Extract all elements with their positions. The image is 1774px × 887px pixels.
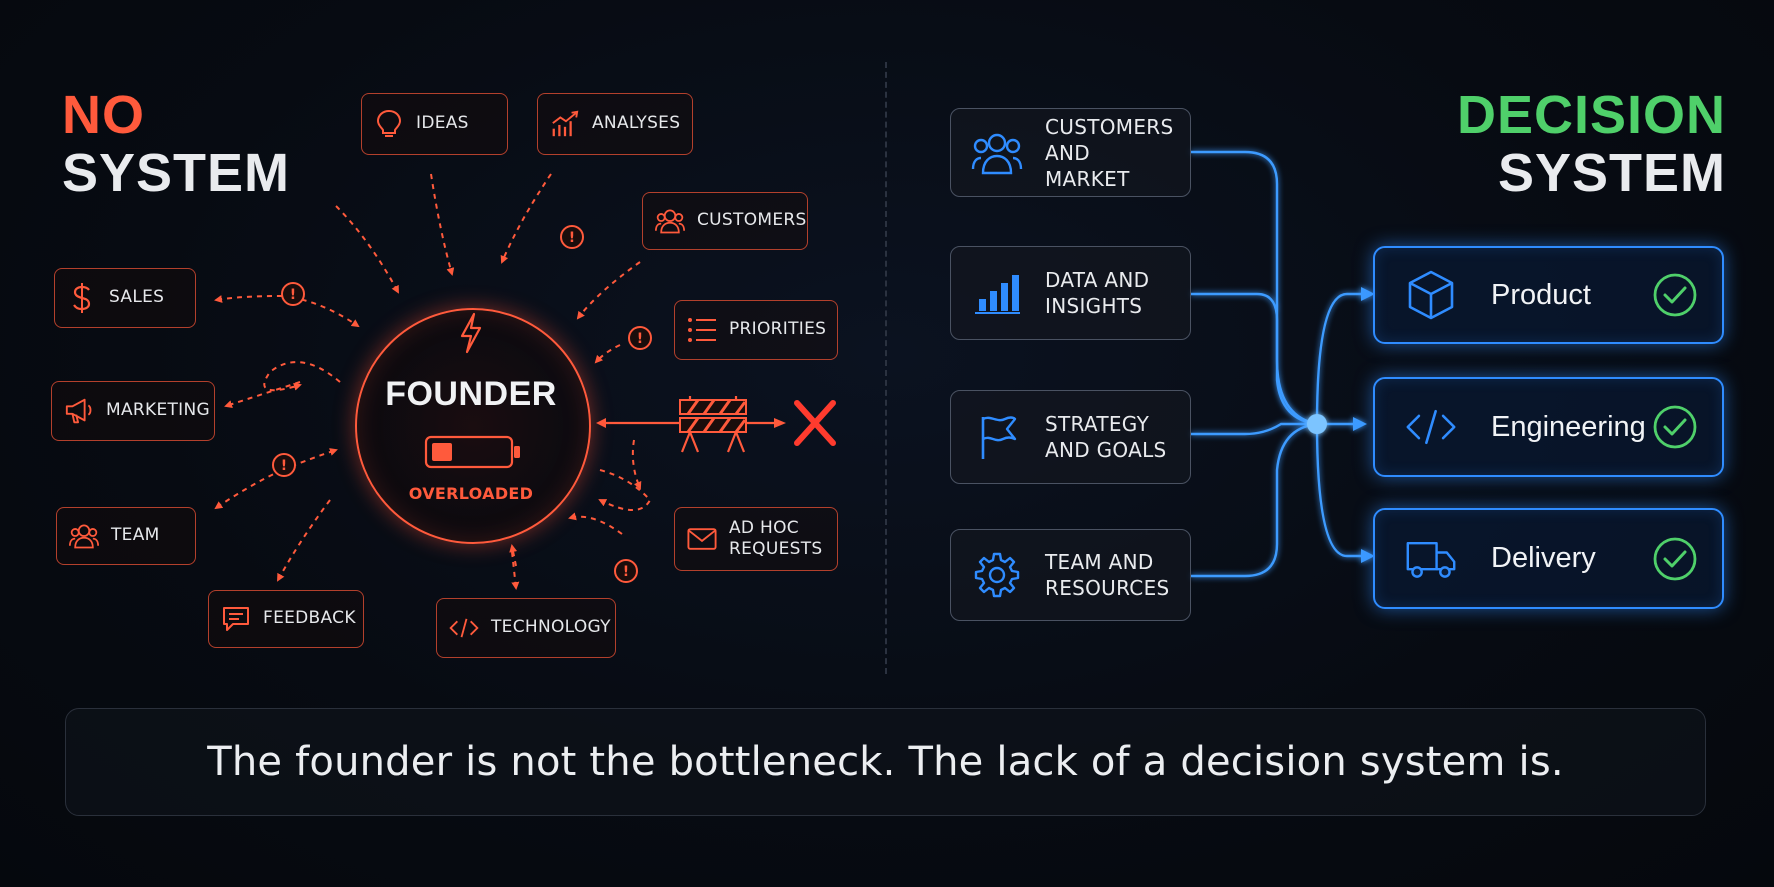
- check-circle-icon: [1653, 405, 1697, 449]
- node-priorities: PRIORITIES: [674, 300, 838, 360]
- founder-status: OVERLOADED: [408, 484, 534, 503]
- node-label: PRIORITIES: [729, 319, 827, 340]
- lightning-icon: [460, 312, 482, 354]
- node-team: TEAM: [56, 507, 196, 565]
- node-ideas: IDEAS: [361, 93, 508, 155]
- no-system-title: NO SYSTEM: [62, 86, 290, 203]
- cube-icon: [1405, 269, 1457, 321]
- node-label: TECHNOLOGY: [491, 617, 611, 638]
- decision-system-title: DECISION SYSTEM: [1457, 86, 1726, 203]
- hub-node: [1307, 414, 1327, 434]
- list-icon: [687, 315, 717, 345]
- barrier-icon: [679, 396, 747, 453]
- node-label: CUSTOMERS: [697, 210, 807, 231]
- svg-text:!: !: [637, 331, 643, 347]
- title-line-1: DECISION: [1456, 85, 1726, 145]
- check-circle-icon: [1653, 273, 1697, 317]
- envelope-icon: [687, 524, 717, 554]
- footer-text: The founder is not the bottleneck. The l…: [207, 739, 1564, 785]
- title-line-2: SYSTEM: [62, 143, 291, 204]
- code-icon: [1405, 401, 1457, 453]
- founder-circle: [355, 308, 591, 544]
- output-label: Product: [1491, 278, 1591, 311]
- output-label: Engineering: [1491, 410, 1646, 443]
- svg-text:!: !: [623, 564, 629, 580]
- node-sales: SALES: [54, 268, 196, 328]
- node-label: TEAM: [111, 525, 160, 546]
- footer-statement: The founder is not the bottleneck. The l…: [65, 708, 1706, 816]
- dollar-icon: [67, 283, 97, 313]
- truck-icon: [1405, 533, 1457, 585]
- code-icon: [449, 613, 479, 643]
- x-mark-icon: [794, 400, 836, 446]
- node-analyses: ANALYSES: [537, 93, 693, 155]
- panel-divider: [885, 62, 887, 674]
- svg-text:!: !: [569, 230, 575, 246]
- svg-text:!: !: [290, 287, 296, 303]
- chaos-arrows: ! ! ! ! !: [214, 173, 836, 590]
- chat-icon: [221, 604, 251, 634]
- flag-icon: [971, 411, 1023, 463]
- node-label: MARKETING: [106, 400, 210, 421]
- node-feedback: FEEDBACK: [208, 590, 364, 648]
- node-label: FEEDBACK: [263, 608, 356, 629]
- chart-trend-icon: [550, 109, 580, 139]
- node-label: IDEAS: [416, 113, 469, 134]
- low-battery-icon: [424, 435, 520, 469]
- node-technology: TECHNOLOGY: [436, 598, 616, 658]
- title-line-2: SYSTEM: [1497, 143, 1726, 204]
- node-label: ANALYSES: [592, 113, 681, 134]
- node-marketing: MARKETING: [51, 381, 215, 441]
- svg-text:!: !: [281, 458, 287, 474]
- founder-title: FOUNDER: [385, 375, 557, 413]
- users-icon: [655, 206, 685, 236]
- output-product: Product: [1373, 246, 1724, 344]
- output-label: Delivery: [1491, 542, 1596, 574]
- lightbulb-icon: [374, 109, 404, 139]
- gear-icon: [971, 549, 1023, 601]
- megaphone-icon: [64, 396, 94, 426]
- output-engineering: Engineering: [1373, 377, 1724, 477]
- users-icon: [971, 127, 1023, 179]
- node-customers: CUSTOMERS: [642, 192, 808, 250]
- title-line-1: NO: [62, 85, 145, 145]
- bar-chart-icon: [971, 267, 1023, 319]
- decision-flow-lines: [1191, 150, 1375, 578]
- users-icon: [69, 521, 99, 551]
- check-circle-icon: [1653, 537, 1697, 580]
- node-label: SALES: [109, 287, 165, 308]
- output-delivery: Delivery: [1373, 508, 1724, 609]
